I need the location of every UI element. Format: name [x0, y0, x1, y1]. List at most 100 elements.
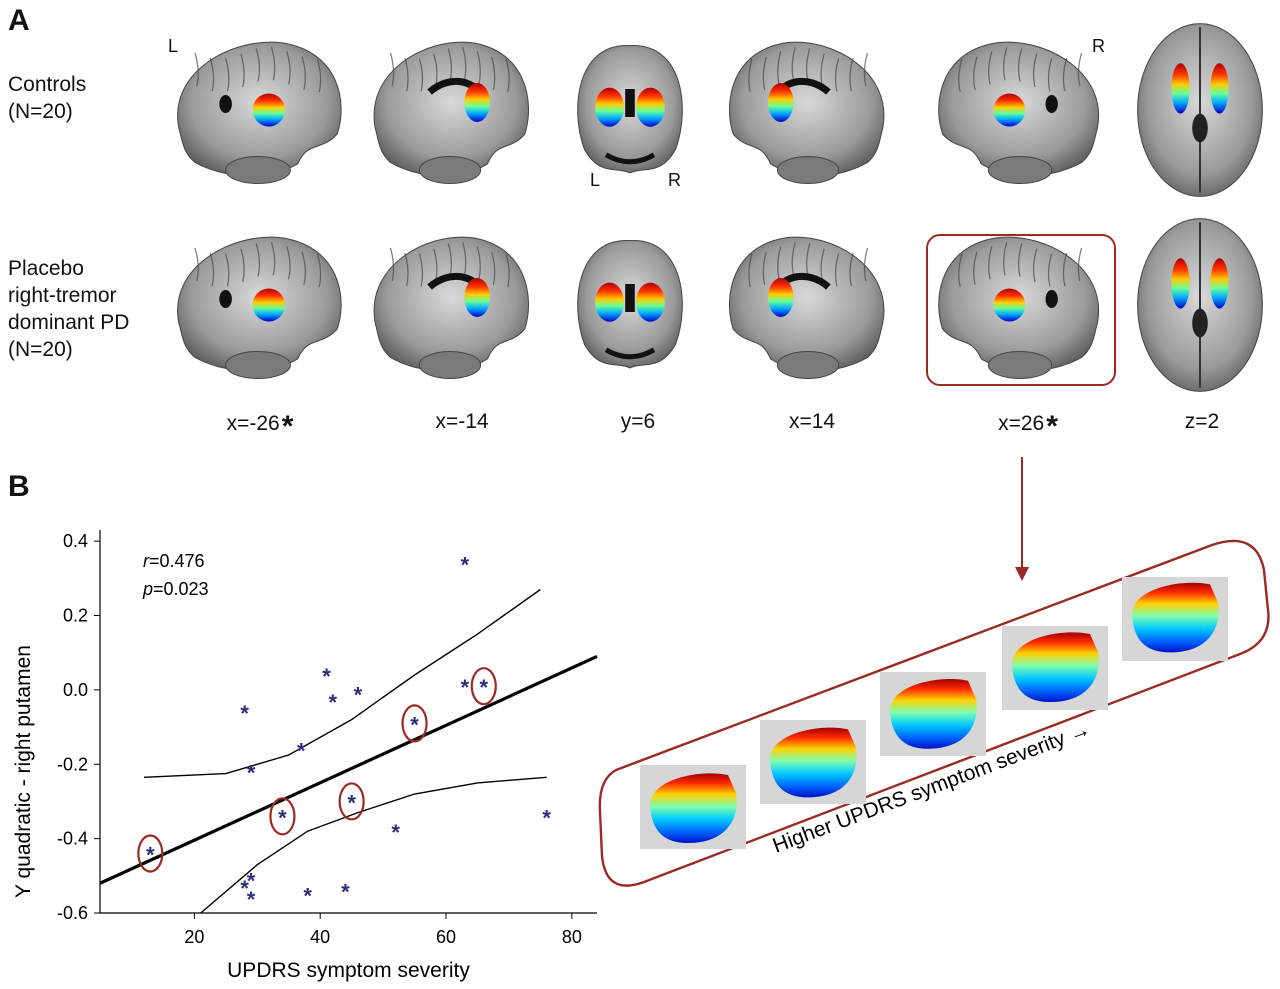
panel-a-letter: A [8, 4, 30, 37]
data-point: * [146, 843, 155, 868]
data-point: * [341, 880, 350, 905]
data-point: * [303, 883, 312, 908]
slice-label-y6: y=6 [568, 410, 708, 434]
highlight-circle [401, 704, 428, 743]
x-tick-label: 20 [184, 927, 204, 947]
slice-label-x26: x=26* [958, 410, 1098, 444]
slice-label-x-26: x=-26* [190, 410, 330, 444]
x-tick-label: 60 [436, 927, 456, 947]
putamen-activation [1131, 582, 1219, 653]
highlight-circle [470, 667, 497, 706]
data-point: * [461, 552, 470, 577]
slice-label-text: x=-26 [226, 412, 280, 435]
row-label-line: (N=20) [8, 338, 73, 361]
brain-slice-placebo-3 [729, 236, 885, 379]
highlight-box-x26 [926, 234, 1116, 386]
slice-label-text: z=2 [1184, 410, 1220, 433]
slice-label-x-14: x=-14 [392, 410, 532, 434]
y-tick-label: -0.6 [57, 903, 88, 923]
data-point: * [347, 790, 356, 815]
slice-label-z2: z=2 [1132, 410, 1272, 434]
data-point: * [247, 887, 256, 912]
significance-star: * [1046, 410, 1058, 443]
brain-slice-placebo-1 [373, 236, 529, 379]
putamen-activation [649, 773, 737, 843]
putamen-thumbnail [880, 672, 986, 756]
brain-slice-placebo-2 [577, 240, 683, 369]
left-hemisphere-label: L [168, 36, 179, 56]
brain-slice-controls-0 [177, 41, 342, 184]
highlight-circle [338, 782, 365, 821]
row-label-placebo-pd: Placebo right-tremor dominant PD (N=20) [8, 255, 129, 363]
data-point: * [328, 690, 337, 715]
data-point: * [354, 683, 363, 708]
brain-slice-controls-3 [729, 41, 885, 184]
slice-label-text: x=-14 [435, 410, 489, 433]
ci-lower-curve [200, 776, 547, 914]
data-point: * [240, 876, 249, 901]
severity-arrow-icon: → [1066, 717, 1094, 746]
coronal-right-label: R [668, 170, 681, 190]
brain-slice-placebo-5 [1137, 218, 1263, 392]
data-point: * [322, 664, 331, 689]
highlight-circle [137, 834, 164, 873]
stat-r: r=0.476 [143, 551, 205, 571]
data-point: * [297, 738, 306, 763]
putamen-activation [889, 679, 977, 749]
slice-label-text: x=14 [788, 410, 836, 433]
ci-upper-curve [143, 588, 541, 778]
right-hemisphere-label: R [1092, 36, 1105, 56]
data-point: * [479, 675, 488, 700]
chart-axes: 0.4 0.2 0.0 -0.2 -0.4 -0.6 20 40 60 80 [57, 530, 597, 947]
brain-slice-controls-1 [373, 41, 529, 184]
significance-star: * [281, 410, 294, 443]
row-label-line: (N=20) [8, 100, 73, 123]
y-axis-label: Y quadratic - right putamen [12, 645, 35, 898]
data-point: * [240, 701, 249, 726]
row-label-line: right-tremor [8, 284, 117, 307]
regression-line [99, 654, 598, 885]
y-tick-label: -0.4 [57, 829, 88, 849]
data-point: * [247, 869, 256, 894]
brain-slice-controls-5 [1137, 23, 1263, 197]
row-label-line: Controls [8, 73, 87, 96]
slice-label-text: y=6 [620, 410, 656, 433]
putamen-activation [1011, 632, 1099, 703]
arrow-head [1015, 567, 1029, 581]
brain-slice-controls-2 [577, 45, 683, 174]
row-label-line: dominant PD [8, 311, 130, 334]
progression-box [598, 539, 1270, 887]
row-label-controls: Controls (N=20) [8, 71, 86, 125]
down-arrow [1015, 457, 1029, 581]
data-point: * [278, 805, 287, 830]
y-tick-label: 0.4 [63, 531, 88, 551]
data-point: * [410, 712, 419, 737]
slice-label-x14: x=14 [742, 410, 882, 434]
putamen-thumbnail [1122, 577, 1228, 661]
data-point: * [542, 805, 551, 830]
brain-slice-controls-4 [938, 41, 1100, 184]
slice-label-text: x=26 [998, 412, 1045, 435]
y-tick-label: 0.0 [63, 680, 88, 700]
highlight-circle [269, 797, 296, 836]
brain-slice-placebo-4 [938, 236, 1100, 379]
coronal-left-label: L [590, 170, 601, 190]
stat-p: p=0.023 [142, 579, 209, 599]
y-tick-label: 0.2 [63, 606, 88, 626]
x-tick-label: 80 [562, 927, 582, 947]
brain-slice-placebo-0 [177, 236, 342, 379]
putamen-progression-panel: Higher UPDRS symptom severity → [598, 539, 1270, 887]
data-point: * [247, 761, 256, 786]
putamen-thumbnail [760, 720, 866, 804]
data-point: * [461, 675, 470, 700]
putamen-thumbnail [1002, 626, 1108, 710]
x-axis-label: UPDRS symptom severity [227, 959, 470, 982]
y-tick-label: -0.2 [57, 754, 88, 774]
x-tick-label: 40 [310, 927, 330, 947]
putamen-thumbnail [640, 765, 746, 849]
row-label-line: Placebo [8, 257, 84, 280]
putamen-activation [769, 727, 857, 798]
panel-b-letter: B [8, 470, 30, 503]
data-point: * [391, 820, 400, 845]
